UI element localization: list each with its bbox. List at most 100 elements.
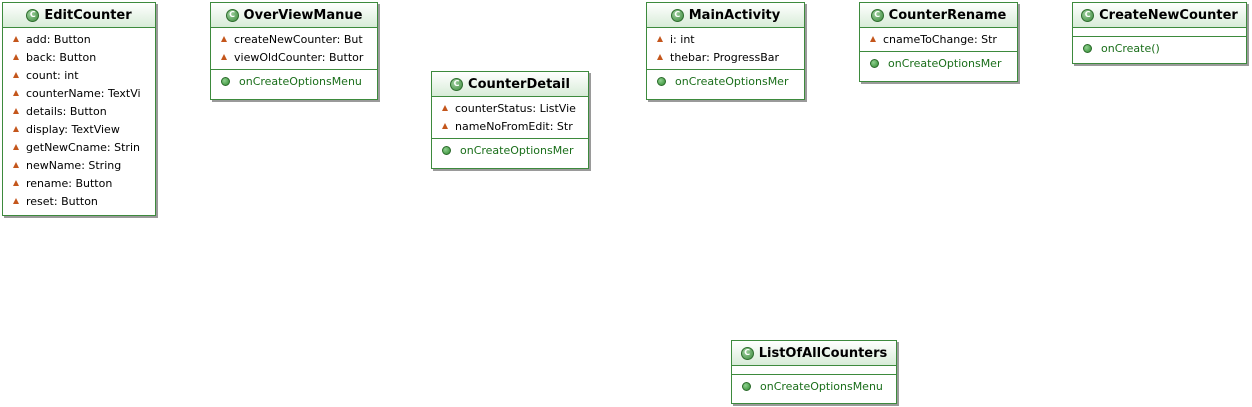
attribute-row[interactable]: add: Button — [3, 30, 155, 48]
class-header: C OverViewManue — [211, 3, 377, 28]
field-triangle-icon — [13, 180, 19, 186]
method-label: onCreateOptionsMer — [460, 143, 574, 157]
class-header: C CounterRename — [860, 3, 1017, 28]
attribute-row[interactable]: counterStatus: ListVie — [432, 99, 588, 117]
field-triangle-icon — [13, 126, 19, 132]
method-circle-icon — [442, 145, 451, 155]
class-icon: C — [1081, 8, 1095, 22]
attribute-label: reset: Button — [26, 194, 98, 208]
attribute-label: counterStatus: ListVie — [455, 101, 576, 115]
class-icon: C — [26, 8, 40, 22]
field-triangle-icon — [13, 108, 19, 114]
class-name: MainActivity — [688, 7, 781, 23]
attribute-row[interactable]: thebar: ProgressBar — [647, 48, 804, 66]
attribute-label: viewOldCounter: Buttor — [234, 50, 364, 64]
class-header: C CounterDetail — [432, 72, 588, 97]
method-section: onCreate() — [1073, 37, 1246, 60]
attribute-label: cnameToChange: Str — [883, 32, 997, 46]
attribute-label: createNewCounter: But — [234, 32, 363, 46]
field-triangle-icon — [13, 90, 19, 96]
method-label: onCreate() — [1101, 41, 1160, 55]
attribute-label: newName: String — [26, 158, 122, 172]
class-icon: C — [870, 8, 884, 22]
field-triangle-icon — [221, 36, 227, 42]
method-section: onCreateOptionsMenu — [732, 375, 896, 398]
method-row[interactable]: onCreateOptionsMer — [432, 141, 588, 159]
attribute-label: count: int — [26, 68, 79, 82]
class-icon: C — [225, 8, 239, 22]
method-section: onCreateOptionsMenu — [211, 70, 377, 93]
attribute-section: add: Button back: Button count: int counter… — [3, 28, 155, 213]
method-label: onCreateOptionsMer — [888, 56, 1002, 70]
method-circle-icon — [1083, 43, 1092, 53]
field-triangle-icon — [657, 54, 663, 60]
method-circle-icon — [742, 381, 751, 391]
method-row[interactable]: onCreateOptionsMenu — [732, 377, 896, 395]
method-label: onCreateOptionsMer — [675, 74, 789, 88]
attribute-label: counterName: TextVi — [26, 86, 141, 100]
attribute-row[interactable]: createNewCounter: But — [211, 30, 377, 48]
attribute-label: getNewCname: Strin — [26, 140, 140, 154]
field-triangle-icon — [442, 123, 448, 129]
attribute-row[interactable]: getNewCname: Strin — [3, 138, 155, 156]
method-row[interactable]: onCreateOptionsMer — [647, 72, 804, 90]
class-header: C MainActivity — [647, 3, 804, 28]
attribute-label: rename: Button — [26, 176, 113, 190]
attribute-label: thebar: ProgressBar — [670, 50, 780, 64]
attribute-row[interactable]: back: Button — [3, 48, 155, 66]
method-circle-icon — [870, 58, 879, 68]
method-row[interactable]: onCreateOptionsMer — [860, 54, 1017, 72]
class-header: C ListOfAllCounters — [732, 341, 896, 366]
attribute-section: createNewCounter: But viewOldCounter: But… — [211, 28, 377, 70]
class-header: C CreateNewCounter — [1073, 3, 1246, 28]
class-box-over-view-manue[interactable]: C OverViewManue createNewCounter: But vie… — [210, 2, 378, 100]
field-triangle-icon — [13, 198, 19, 204]
field-triangle-icon — [442, 105, 448, 111]
field-triangle-icon — [870, 36, 876, 42]
attribute-row[interactable]: display: TextView — [3, 120, 155, 138]
attribute-row[interactable]: count: int — [3, 66, 155, 84]
class-icon: C — [740, 346, 754, 360]
attribute-row[interactable]: reset: Button — [3, 192, 155, 210]
method-row[interactable]: onCreateOptionsMenu — [211, 72, 377, 90]
class-header: C EditCounter — [3, 3, 155, 28]
class-name: CounterDetail — [468, 76, 570, 92]
attribute-row[interactable]: newName: String — [3, 156, 155, 174]
class-icon: C — [670, 8, 684, 22]
method-label: onCreateOptionsMenu — [760, 379, 883, 393]
class-box-main-activity[interactable]: C MainActivity i: int thebar: ProgressBar… — [646, 2, 805, 100]
attribute-row[interactable]: rename: Button — [3, 174, 155, 192]
class-name: OverViewManue — [243, 7, 363, 23]
method-row[interactable]: onCreate() — [1073, 39, 1246, 57]
class-name: EditCounter — [44, 7, 132, 23]
attribute-label: nameNoFromEdit: Str — [455, 119, 573, 133]
class-box-counter-detail[interactable]: C CounterDetail counterStatus: ListVie na… — [431, 71, 589, 169]
field-triangle-icon — [13, 162, 19, 168]
attribute-section: cnameToChange: Str — [860, 28, 1017, 52]
attribute-section — [732, 366, 896, 375]
class-name: CreateNewCounter — [1099, 7, 1238, 23]
attribute-label: details: Button — [26, 104, 107, 118]
attribute-row[interactable]: cnameToChange: Str — [860, 30, 1017, 48]
attribute-label: back: Button — [26, 50, 97, 64]
class-name: ListOfAllCounters — [758, 345, 888, 361]
attribute-row[interactable]: counterName: TextVi — [3, 84, 155, 102]
attribute-row[interactable]: i: int — [647, 30, 804, 48]
attribute-row[interactable]: viewOldCounter: Buttor — [211, 48, 377, 66]
method-section: onCreateOptionsMer — [860, 52, 1017, 75]
class-box-edit-counter[interactable]: C EditCounter add: Button back: Button cou… — [2, 2, 156, 216]
method-section: onCreateOptionsMer — [432, 139, 588, 162]
field-triangle-icon — [13, 72, 19, 78]
method-circle-icon — [657, 76, 666, 86]
attribute-section — [1073, 28, 1246, 37]
field-triangle-icon — [657, 36, 663, 42]
attribute-label: add: Button — [26, 32, 91, 46]
attribute-label: i: int — [670, 32, 695, 46]
attribute-row[interactable]: details: Button — [3, 102, 155, 120]
field-triangle-icon — [221, 54, 227, 60]
class-box-counter-rename[interactable]: C CounterRename cnameToChange: Str onCre… — [859, 2, 1018, 82]
class-name: CounterRename — [888, 7, 1007, 23]
class-box-create-new-counter[interactable]: C CreateNewCounter onCreate() — [1072, 2, 1247, 64]
class-box-list-of-all-counters[interactable]: C ListOfAllCounters onCreateOptionsMenu — [731, 340, 897, 404]
attribute-row[interactable]: nameNoFromEdit: Str — [432, 117, 588, 135]
